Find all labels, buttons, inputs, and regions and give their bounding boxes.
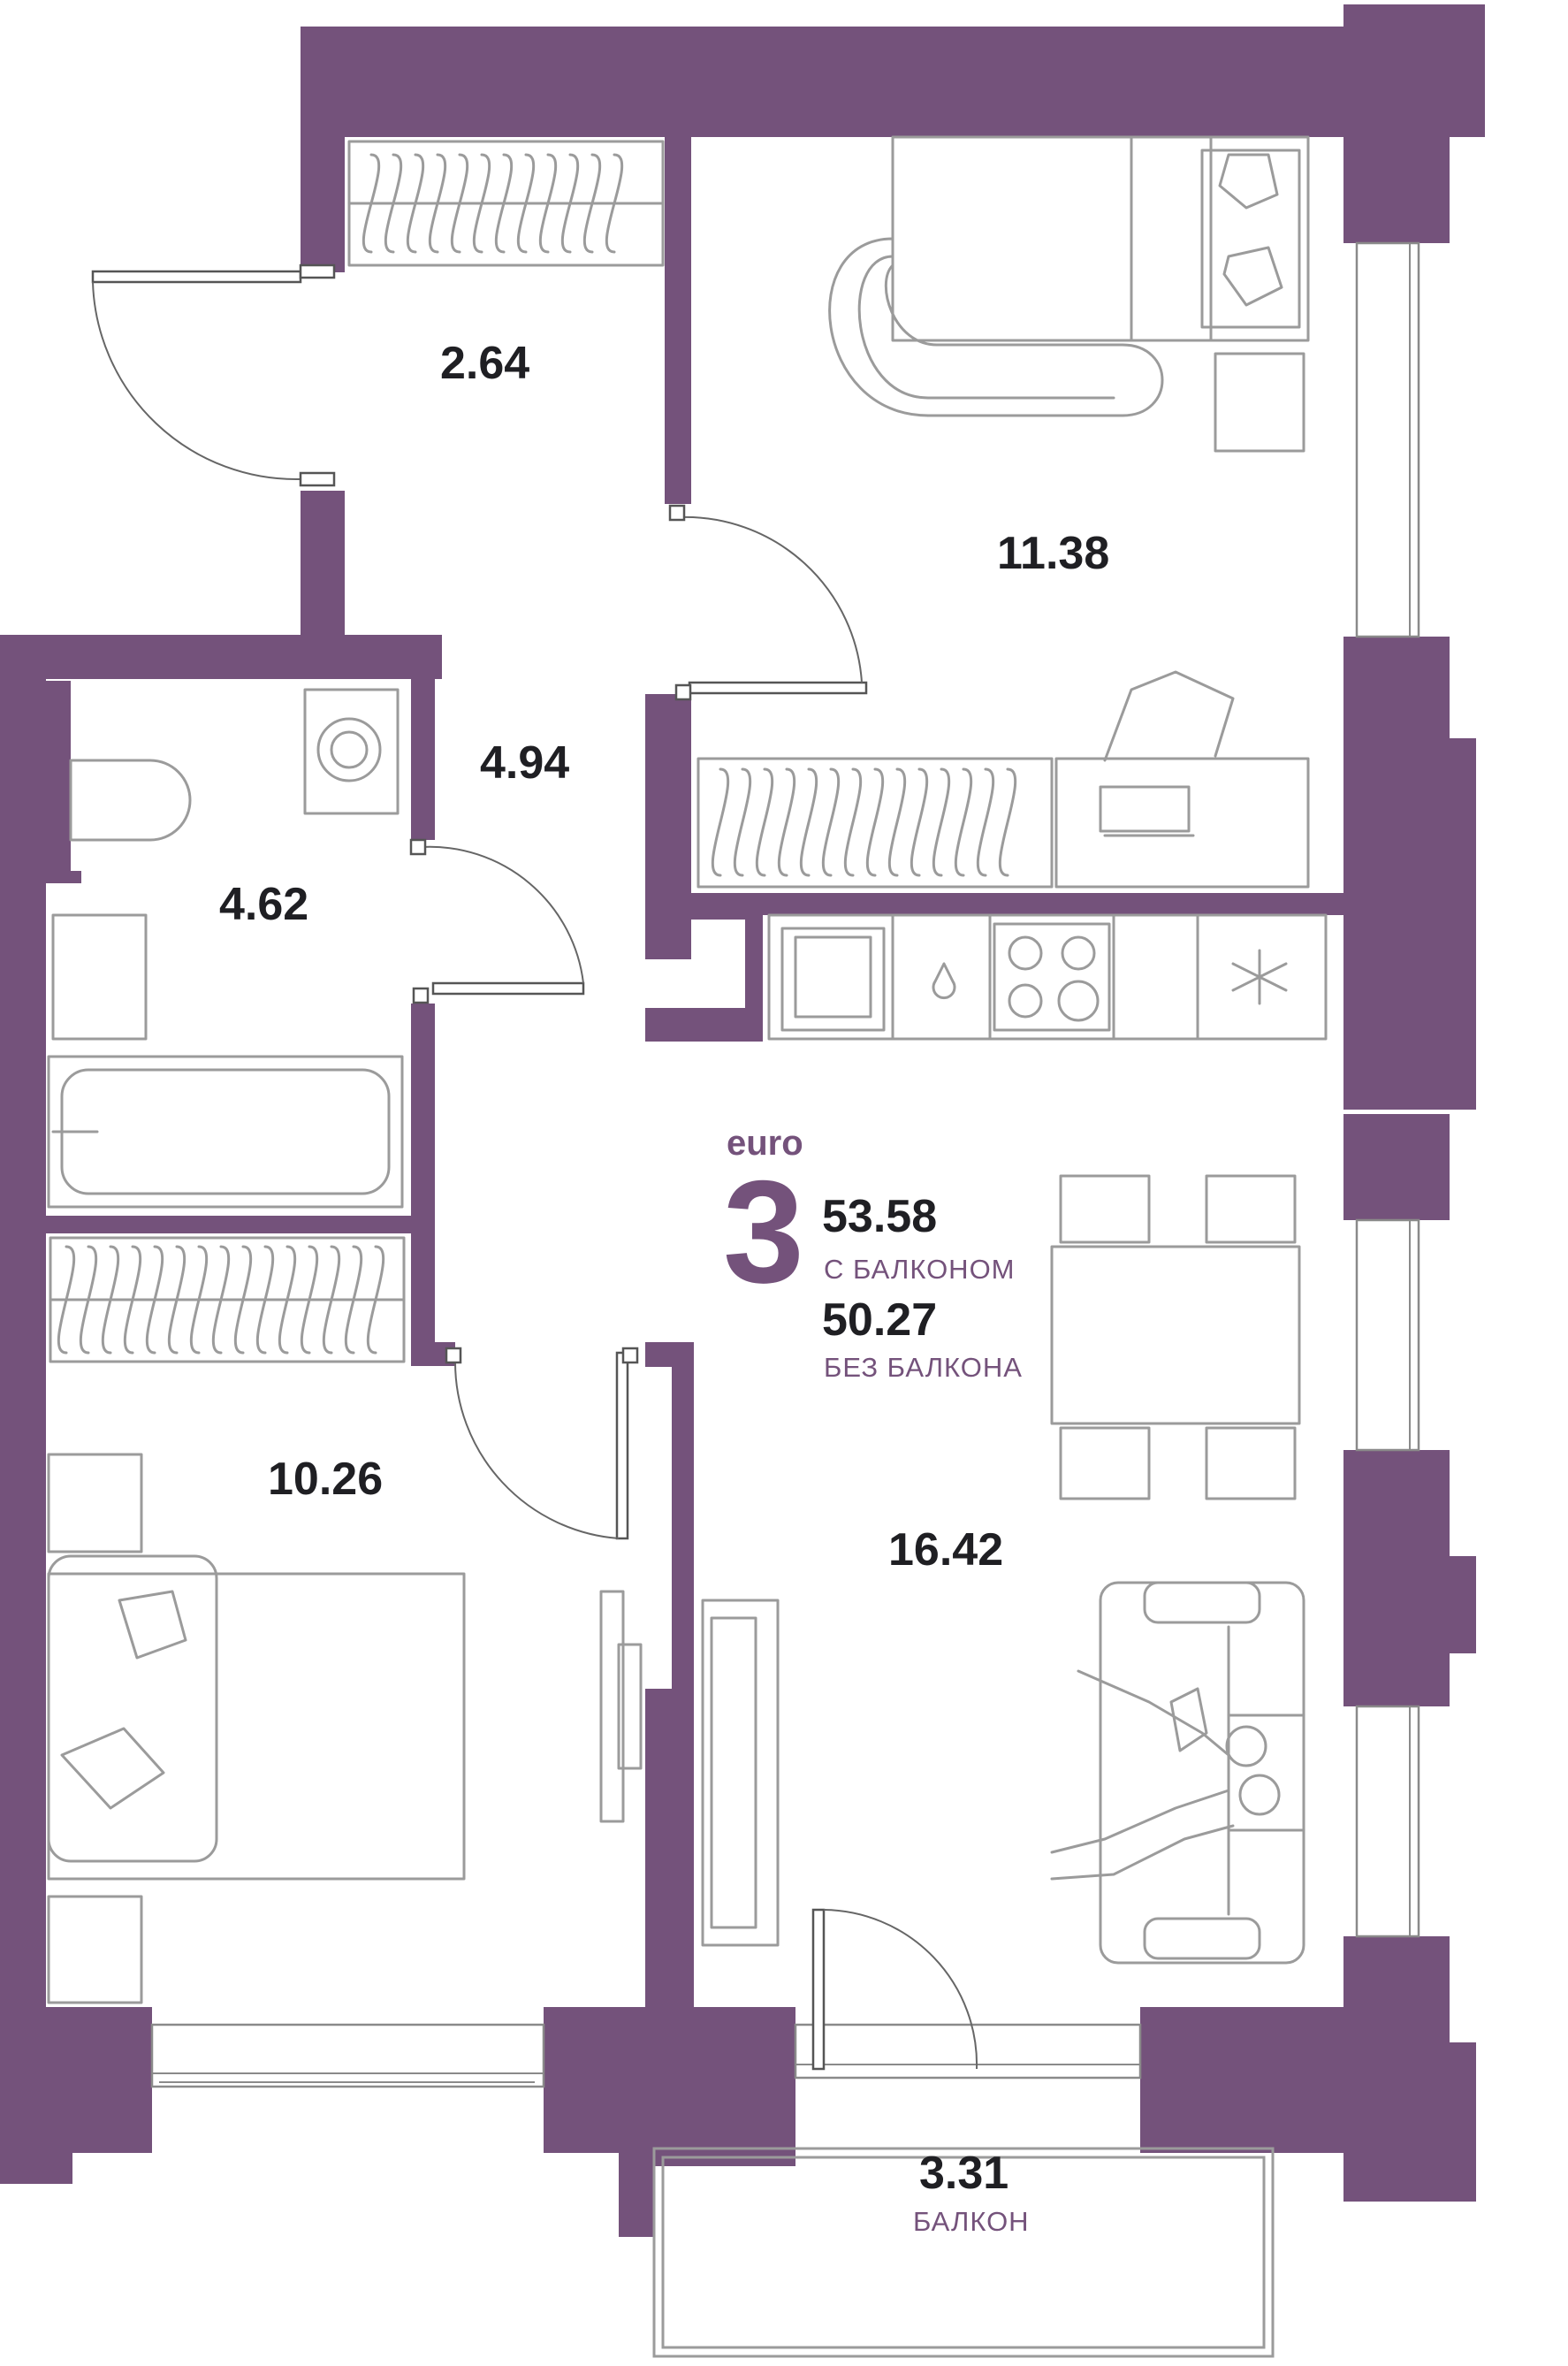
area-with-balcony: 53.58: [822, 1191, 937, 1242]
apartment-summary: euro 3 53.58 С БАЛКОНОМ 50.27 БЕЗ БАЛКОН…: [723, 1124, 1023, 1383]
bed-left: [47, 1453, 643, 2004]
room-area-bathroom: 4.62: [219, 879, 308, 930]
bathroom-fixtures: [47, 688, 404, 1209]
walls: [0, 4, 1485, 2237]
room-area-kitchen-living: 16.42: [888, 1524, 1003, 1576]
room-area-hall-entry: 2.64: [440, 338, 529, 389]
room-area-bedroom-top: 11.38: [997, 528, 1109, 579]
wardrobe-hall: [347, 140, 665, 267]
kitchen-counter: [767, 913, 1328, 1041]
room-area-balcony: 3.31: [919, 2148, 1009, 2199]
furniture: [47, 135, 1328, 2004]
sofa: [1050, 1581, 1305, 1965]
room-labels: 2.64 11.38 4.94 4.62 10.26 16.42 3.31 БА…: [219, 338, 1109, 2237]
dining-table: [1050, 1174, 1301, 1500]
room-area-bedroom-left: 10.26: [268, 1454, 383, 1505]
apartment-class-label: euro: [727, 1124, 803, 1163]
without-balcony-label: БЕЗ БАЛКОНА: [824, 1352, 1023, 1383]
area-without-balcony: 50.27: [822, 1294, 937, 1346]
desk-top: [696, 670, 1310, 889]
balcony-label: БАЛКОН: [913, 2206, 1030, 2237]
wardrobe-left: [49, 1236, 406, 1363]
doors: [91, 263, 978, 2071]
room-area-corridor: 4.94: [480, 737, 569, 789]
tv-unit: [701, 1599, 780, 1947]
bed-top: [828, 135, 1310, 453]
with-balcony-label: С БАЛКОНОМ: [824, 1254, 1016, 1285]
balcony-outline: [652, 2147, 1275, 2358]
windows: [150, 241, 1420, 2088]
rooms-count: 3: [723, 1150, 804, 1313]
